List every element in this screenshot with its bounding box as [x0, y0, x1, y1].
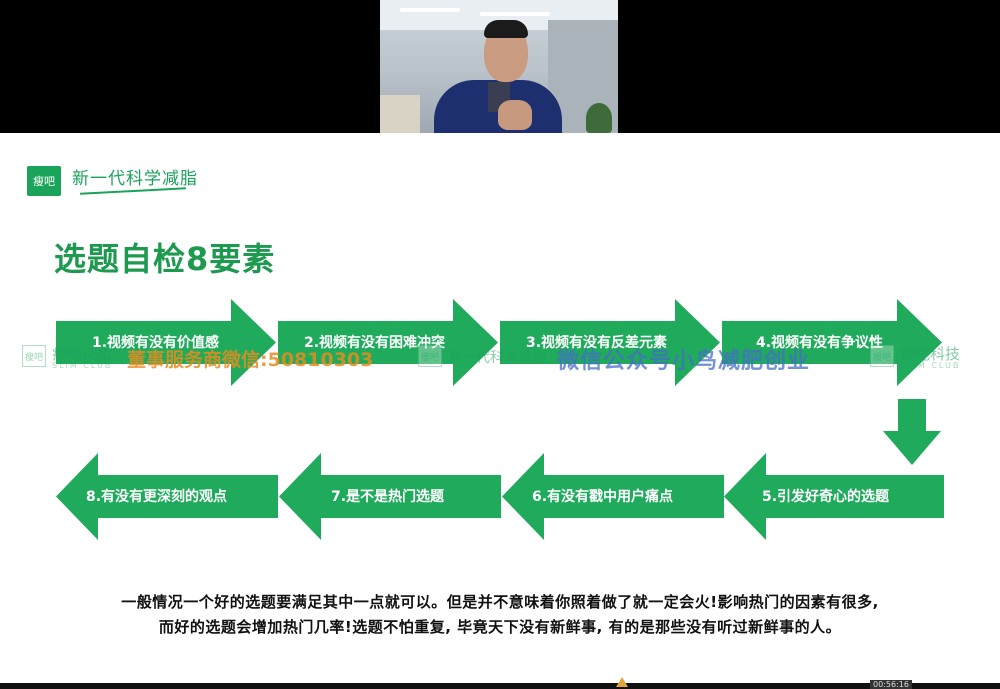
slim-club-logo: 瘦吧	[27, 166, 61, 196]
video-ceiling-light	[480, 12, 550, 16]
element-label-3: 3.视频有没有反差元素	[526, 335, 668, 351]
element-arrow-6: 6.有没有戳中用户痛点	[502, 453, 724, 540]
logo-icon-text: 瘦吧	[33, 175, 55, 188]
element-arrow-3: 3.视频有没有反差元素	[500, 299, 720, 386]
element-label-7: 7.是不是热门选题	[331, 489, 445, 505]
element-arrow-2: 2.视频有没有困难冲突	[278, 299, 498, 386]
element-arrow-5: 5.引发好奇心的选题	[724, 453, 944, 540]
playback-timestamp: 00:56:16	[870, 680, 912, 689]
logo-slogan: 新一代科学减脂	[72, 169, 198, 189]
video-background-desk	[380, 95, 420, 133]
body-text-line-2: 而好的选题会增加热门几率!选题不怕重复, 毕竟天下没有新鲜事, 有的是那些没有听…	[158, 618, 842, 636]
presenter-hair	[484, 20, 528, 38]
element-label-5: 5.引发好奇心的选题	[762, 489, 890, 505]
element-arrow-8: 8.有没有更深刻的观点	[56, 453, 278, 540]
slide-title: 选题自检8要素	[54, 240, 276, 278]
pointer-cursor-icon	[616, 677, 628, 687]
element-arrow-1: 1.视频有没有价值感	[56, 299, 276, 386]
element-label-8: 8.有没有更深刻的观点	[86, 489, 228, 505]
presentation-slide: 瘦吧 新一代科学减脂 选题自检8要素 1.视频有没有价值感 2.视频有没有困难冲…	[0, 133, 1000, 683]
element-arrow-7: 7.是不是热门选题	[279, 453, 501, 540]
element-label-2: 2.视频有没有困难冲突	[304, 335, 446, 351]
presenter-video-tile	[380, 0, 618, 133]
element-arrow-4: 4.视频有没有争议性	[722, 299, 942, 386]
presenter-hand	[498, 100, 532, 130]
element-label-4: 4.视频有没有争议性	[756, 335, 884, 351]
video-ceiling-light	[400, 8, 460, 12]
element-label-1: 1.视频有没有价值感	[92, 335, 220, 351]
down-connector-arrow	[883, 399, 941, 465]
body-text-line-1: 一般情况一个好的选题要满足其中一点就可以。但是并不意味着你照着做了就一定会火!影…	[121, 593, 879, 611]
video-background-plant	[586, 103, 612, 133]
element-label-6: 6.有没有戳中用户痛点	[532, 489, 674, 505]
player-bottom-bar	[0, 683, 1000, 689]
